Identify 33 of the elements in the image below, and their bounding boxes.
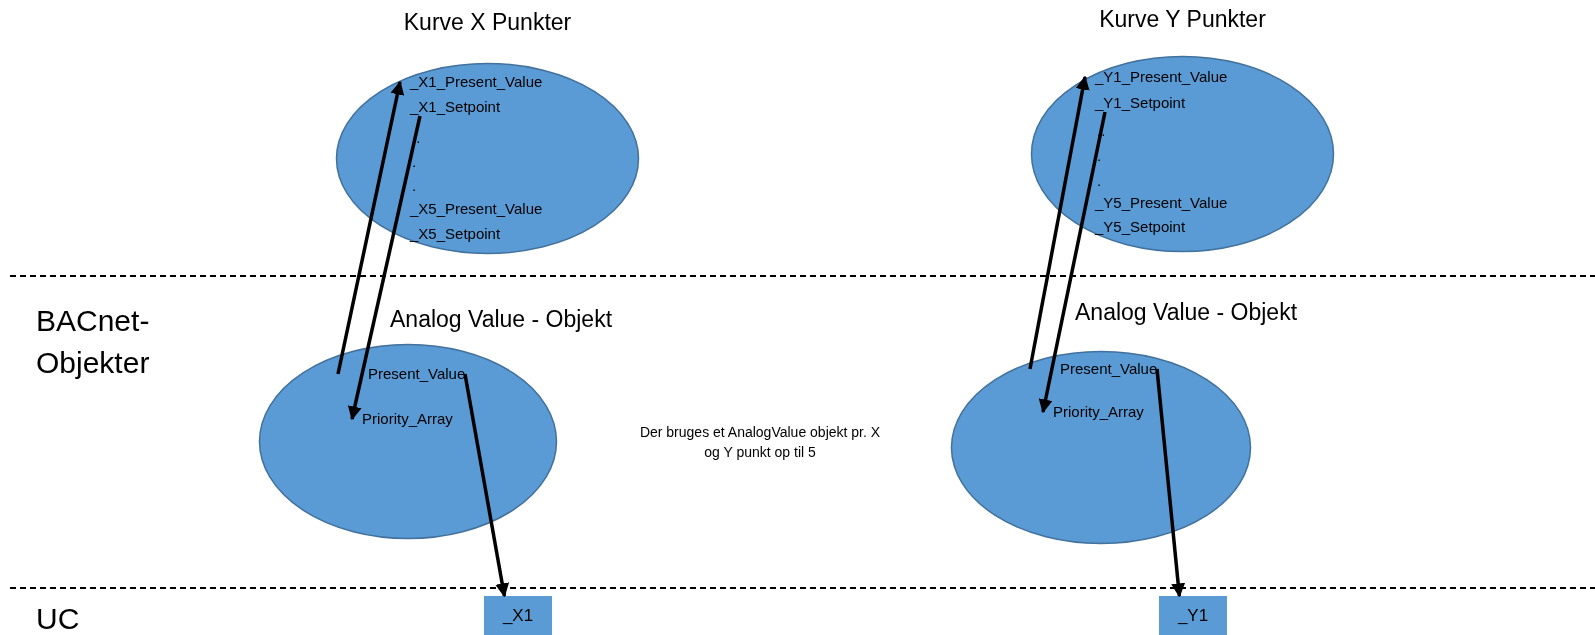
point-label: _Y5_Present_Value	[1085, 194, 1228, 212]
arrow	[1155, 368, 1186, 598]
point-label: Priority_Array	[1043, 403, 1144, 421]
output-box: _Y1	[1159, 596, 1227, 635]
row-label: UC	[36, 601, 80, 635]
point-label: _Y1_Present_Value	[1085, 68, 1228, 86]
note-text: Der bruges et AnalogValue objekt pr. X og Y punkt op til 5	[638, 423, 882, 462]
point-label: _X5_Present_Value	[400, 200, 543, 218]
point-label: _Y5_Setpoint	[1085, 218, 1186, 236]
point-label: Priority_Array	[352, 410, 453, 428]
arrow	[1038, 111, 1107, 414]
arrow	[347, 115, 422, 421]
arrow	[1028, 75, 1090, 370]
ellipsis-dots: ..	[1097, 121, 1106, 141]
arrow	[463, 373, 510, 598]
row-label: BACnet-Objekter	[36, 303, 151, 381]
group-heading: Analog Value - Objekt	[1075, 298, 1298, 326]
ellipsis-dots: .	[1097, 171, 1102, 191]
ellipsis-dots: .	[1097, 146, 1102, 166]
point-label: _X1_Present_Value	[400, 73, 543, 91]
ellipsis-dots: .	[412, 176, 417, 196]
arrow	[336, 80, 405, 375]
group-heading: Kurve Y Punkter	[1099, 5, 1266, 33]
point-label: _X1_Setpoint	[400, 98, 501, 116]
output-box: _X1	[484, 596, 552, 635]
point-label: Present_Value	[338, 365, 466, 383]
point-label: _Y1_Setpoint	[1085, 94, 1186, 112]
point-label: Present_Value	[1030, 360, 1158, 378]
group-heading: Kurve X Punkter	[403, 8, 572, 36]
ellipsis-dots: ..	[412, 128, 421, 148]
ellipsis-dots: .	[412, 152, 417, 172]
group-heading: Analog Value - Objekt	[390, 305, 613, 333]
point-label: _X5_Setpoint	[400, 225, 501, 243]
